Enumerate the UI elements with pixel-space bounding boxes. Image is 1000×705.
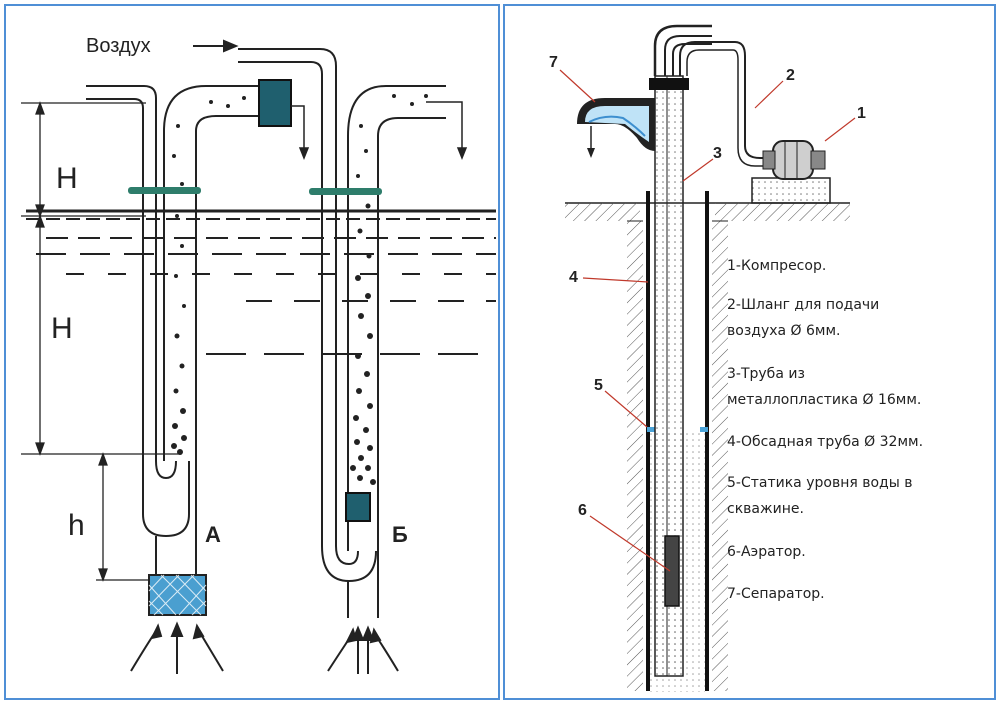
dimension-H-label: H (56, 162, 78, 195)
water-surface (26, 209, 496, 355)
variant-b-collar (309, 188, 382, 195)
callout-5: 5 (594, 377, 603, 394)
callout-2: 2 (786, 67, 795, 84)
legend-hose-line2: воздуха Ø 6мм. (727, 323, 841, 339)
variant-b-bubbles (350, 94, 428, 485)
legend-pipe-line1: 3-Труба из (727, 366, 805, 382)
legend-hose-line1: 2-Шланг для подачи (727, 297, 880, 313)
callout-1: 1 (857, 105, 866, 122)
air-label: Воздух (86, 35, 151, 57)
variant-a-airlift (86, 85, 261, 580)
air-hose (679, 41, 775, 159)
variant-a-label: А (205, 522, 221, 547)
well-airlift-drawing: 7 2 1 3 4 5 6 (549, 24, 866, 692)
legend-separator: 7-Сепаратор. (727, 586, 825, 602)
airlift-principle-drawing: А (21, 35, 496, 674)
legend-static-level-line1: 5-Статика уровня воды в (727, 475, 913, 491)
air-arrow (193, 39, 239, 53)
variant-a-inflow-arrows (130, 621, 224, 674)
callout-3: 3 (713, 145, 722, 162)
dimension-H1-label: H (51, 312, 73, 345)
airlift-principle-diagram: А (4, 4, 500, 700)
callout-6: 6 (578, 502, 587, 519)
legend-aerator: 6-Аэратор. (727, 544, 806, 560)
well-airlift-diagram: 7 2 1 3 4 5 6 1-Компресор. 2-Шланг для п… (503, 4, 996, 700)
compressor (751, 140, 831, 204)
variant-a-outlet-arrow (291, 105, 310, 161)
dimension-h-label: h (68, 509, 85, 542)
callout-leaders (559, 69, 856, 572)
variant-b-inflow-arrows (327, 625, 399, 674)
variant-a-collar (128, 187, 201, 194)
legend-compressor: 1-Компресор. (727, 258, 827, 274)
callout-7: 7 (549, 54, 558, 71)
legend-casing: 4-Обсадная труба Ø 32мм. (727, 434, 924, 450)
callout-4: 4 (569, 269, 578, 286)
static-water-level (647, 427, 708, 432)
legend-pipe-line2: металлопластика Ø 16мм. (727, 392, 922, 408)
separator (577, 78, 689, 158)
ground (565, 202, 850, 691)
dimension-lines (21, 101, 181, 582)
legend-static-level-line2: скважине. (727, 501, 804, 517)
variant-a-bubbles (171, 96, 246, 455)
casing-pipe (646, 191, 709, 691)
variant-b-aerator (345, 492, 371, 522)
variant-b-airlift (238, 48, 446, 618)
variant-b-label: Б (392, 522, 408, 547)
variant-a-separator (258, 79, 292, 127)
aerator (664, 535, 680, 607)
callout-numbers: 7 2 1 3 4 5 6 (549, 54, 866, 519)
variant-b-outlet-arrow (426, 101, 468, 161)
